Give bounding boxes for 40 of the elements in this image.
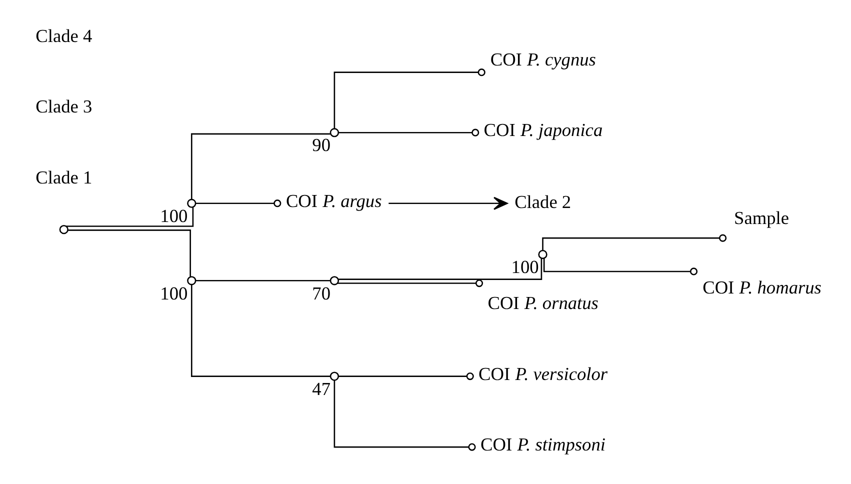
arrow xyxy=(388,196,508,210)
label: Clade 4 xyxy=(36,26,92,46)
connector xyxy=(543,258,698,276)
node-label: 90 xyxy=(312,135,330,156)
connector xyxy=(190,284,330,377)
connector xyxy=(66,207,194,227)
node-circle xyxy=(538,250,548,260)
connector xyxy=(337,279,484,288)
node-circle xyxy=(187,276,196,286)
node-text: COI P. stimpsoni xyxy=(480,434,606,455)
node-text: Clade 2 xyxy=(514,192,572,212)
node-circle xyxy=(330,276,340,286)
node-circle xyxy=(187,198,196,208)
node-label: 70 xyxy=(312,283,330,304)
connector xyxy=(190,133,330,200)
node-text: Sample xyxy=(734,208,790,228)
node-text: COI P. versicolor xyxy=(478,364,608,384)
node-label: 100 xyxy=(160,206,188,226)
connector xyxy=(338,128,480,136)
connector xyxy=(338,372,474,380)
connector xyxy=(68,230,191,277)
node-text: COI P. cygnus xyxy=(490,49,596,70)
node-text: COI P. ornatus xyxy=(488,293,598,314)
node-circle xyxy=(330,128,340,138)
label: Clade 3 xyxy=(36,96,92,117)
connector xyxy=(334,68,486,129)
node-label: 47 xyxy=(312,378,330,399)
node-text: COI P. homarus xyxy=(702,277,822,298)
node-circle xyxy=(330,372,340,381)
connector xyxy=(338,258,542,280)
connector xyxy=(196,200,282,208)
label: Clade 1 xyxy=(36,167,92,188)
connector xyxy=(196,280,330,282)
node-circle xyxy=(59,224,68,234)
node-label: 100 xyxy=(511,257,539,278)
connector xyxy=(542,234,727,250)
connector xyxy=(334,380,476,451)
node-text: COI P. japonica xyxy=(484,120,603,140)
node-label: 100 xyxy=(160,283,188,304)
node-text: COI P. argus xyxy=(286,190,382,211)
